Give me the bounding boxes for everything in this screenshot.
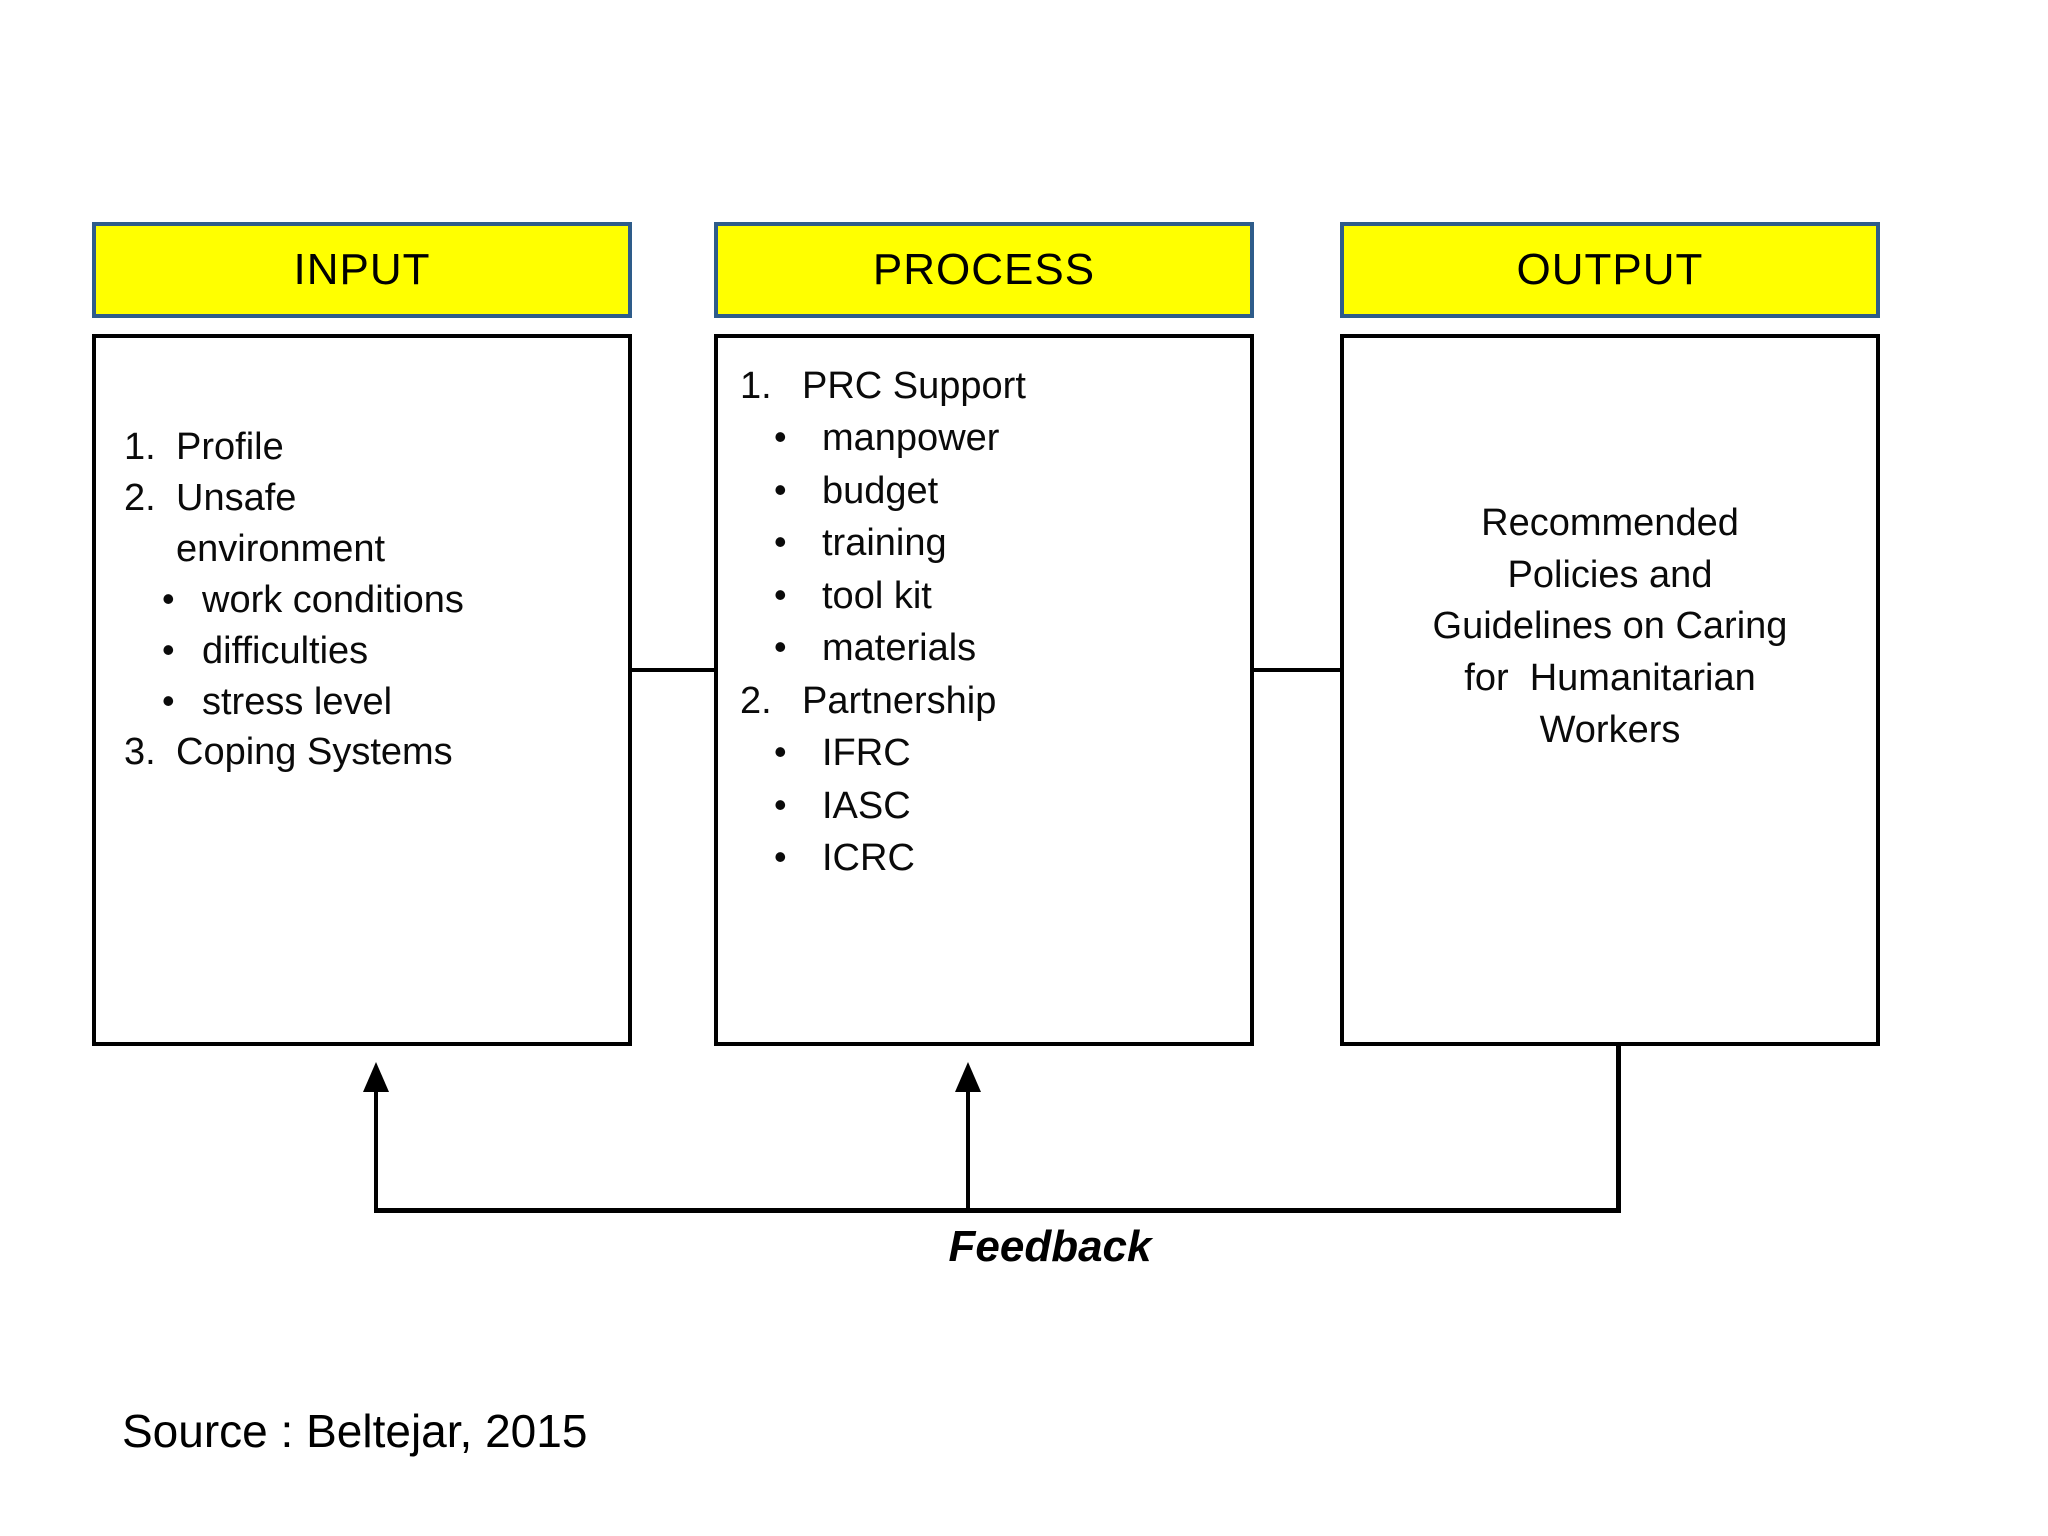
- list-item-label: PRC Support: [802, 365, 1026, 407]
- feedback-arrow-stem-process: [966, 1090, 970, 1212]
- bullet-icon: •: [774, 783, 787, 825]
- list-item: environment: [124, 524, 628, 575]
- list-item: • work conditions: [124, 575, 628, 626]
- list-item: • materials: [740, 622, 1250, 674]
- list-item-label: Unsafe: [176, 476, 297, 519]
- bullet-icon: •: [774, 731, 787, 773]
- output-header-box: OUTPUT: [1340, 222, 1880, 318]
- list-item-label: training: [822, 522, 947, 565]
- list-item: • budget: [740, 465, 1250, 517]
- list-item-label: stress level: [202, 680, 393, 723]
- output-header-label: OUTPUT: [1516, 245, 1704, 294]
- list-item-label: ICRC: [822, 836, 915, 879]
- list-item: 2. Unsafe: [124, 473, 628, 524]
- list-item-label: Coping Systems: [176, 731, 453, 774]
- output-text-line: Guidelines on Caring: [1432, 605, 1788, 648]
- bullet-icon: •: [774, 835, 787, 877]
- input-header-box: INPUT: [92, 222, 632, 318]
- list-marker: 1.: [740, 365, 772, 407]
- list-item: • training: [740, 517, 1250, 569]
- list-item: • stress level: [124, 677, 628, 728]
- process-body-box: 1. PRC Support • manpower • budget • training • t…: [714, 334, 1254, 1046]
- connector-input-to-process: [628, 668, 718, 672]
- bullet-icon: •: [774, 468, 787, 510]
- list-item-label: tool kit: [822, 574, 932, 617]
- output-text-line: Workers: [1539, 708, 1681, 751]
- list-item-label: IFRC: [822, 732, 911, 775]
- list-item: • ICRC: [740, 832, 1250, 884]
- list-item: 3. Coping Systems: [124, 727, 628, 778]
- list-item: 1. PRC Support: [740, 360, 1250, 412]
- source-caption: Source : Beltejar, 2015: [122, 1405, 588, 1457]
- feedback-label: Feedback: [0, 1222, 2048, 1272]
- list-item-label: difficulties: [202, 629, 369, 672]
- bullet-icon: •: [774, 416, 787, 458]
- list-item-label: materials: [822, 627, 977, 670]
- process-header-label: PROCESS: [872, 245, 1096, 294]
- list-item: 2. Partnership: [740, 675, 1250, 727]
- bullet-icon: •: [162, 679, 175, 721]
- feedback-arrowhead-process: [955, 1062, 981, 1092]
- bullet-icon: •: [774, 626, 787, 668]
- bullet-icon: •: [162, 577, 175, 619]
- output-text-line: for Humanitarian: [1464, 657, 1756, 700]
- list-item-label: IASC: [822, 784, 911, 827]
- feedback-label-text: Feedback: [948, 1222, 1152, 1271]
- list-item: • difficulties: [124, 626, 628, 677]
- list-item: • IFRC: [740, 727, 1250, 779]
- list-item: • IASC: [740, 780, 1250, 832]
- list-item: 1. Profile: [124, 422, 628, 473]
- output-text-line: Recommended: [1481, 502, 1739, 544]
- list-item: • tool kit: [740, 570, 1250, 622]
- input-header-label: INPUT: [293, 245, 431, 294]
- feedback-horizontal-line: [374, 1208, 1620, 1213]
- feedback-arrow-stem-input: [374, 1090, 378, 1212]
- connector-process-to-output: [1250, 668, 1344, 672]
- bullet-icon: •: [774, 573, 787, 615]
- list-item-label: Profile: [176, 426, 284, 468]
- list-item-label: manpower: [822, 417, 1000, 460]
- list-marker: 2.: [740, 679, 772, 722]
- list-item-label: work conditions: [202, 578, 464, 621]
- list-item-label: environment: [176, 527, 386, 570]
- bullet-icon: •: [162, 628, 175, 670]
- list-item-label: Partnership: [802, 679, 997, 722]
- list-item: • manpower: [740, 412, 1250, 464]
- list-marker: 1.: [124, 426, 156, 468]
- list-item-label: budget: [822, 469, 939, 512]
- bullet-icon: •: [774, 521, 787, 563]
- feedback-right-riser: [1616, 1046, 1621, 1213]
- list-marker: 2.: [124, 476, 156, 519]
- process-item-list: 1. PRC Support • manpower • budget • training • t…: [718, 360, 1250, 884]
- feedback-arrowhead-input: [363, 1062, 389, 1092]
- output-text-line: Policies and: [1507, 553, 1713, 596]
- process-header-box: PROCESS: [714, 222, 1254, 318]
- list-marker: 3.: [124, 731, 156, 774]
